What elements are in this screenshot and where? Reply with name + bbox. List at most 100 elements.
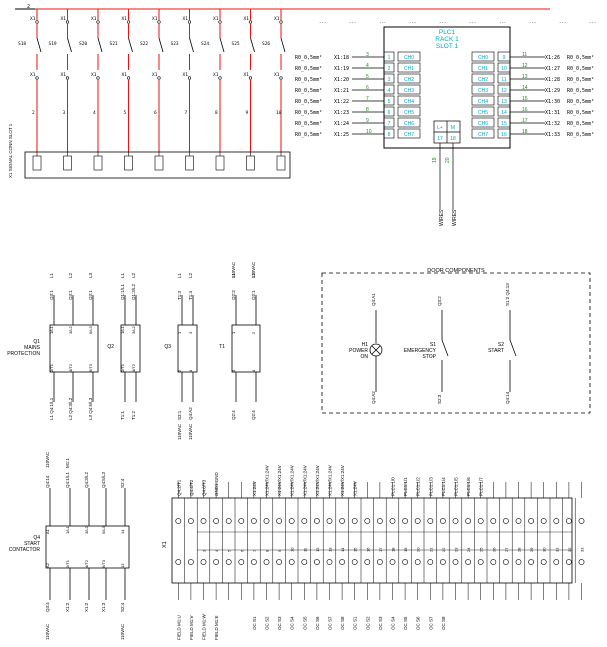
output-wire-number: 11 (522, 52, 527, 58)
device-voltage-label: 110VAC (231, 261, 236, 278)
switch-name: S20 (79, 41, 87, 47)
input-channel: CH2 (404, 77, 414, 83)
strip-24v-label: X1:24V/X1:24V (265, 465, 270, 496)
strip-24v-label: X1:24V/X1:24V (328, 465, 333, 496)
screw-icon (566, 559, 572, 565)
screw-icon (326, 559, 333, 565)
strip-frame (171, 497, 573, 584)
terminal-number: 4 (214, 549, 219, 552)
strip-plc-label: PLC1:1/3 (428, 477, 433, 496)
screw-icon (213, 559, 219, 565)
plc-power-m: M (451, 125, 455, 131)
screw-icon (427, 518, 434, 524)
device-top-label: L1 (120, 272, 125, 278)
input-terminal: X1:19 (334, 66, 349, 72)
screw-icon (389, 518, 396, 524)
q4-pin-top: A1 (45, 528, 50, 534)
device-bottom-ref: L1 Q4:1/L1 (49, 397, 54, 420)
device-top-ref: Q1:3/L2 (131, 283, 136, 300)
door-frame (321, 272, 591, 414)
input-terminal: X1:24 (334, 121, 349, 127)
q4-bottom-ref: X1:3 (101, 602, 106, 612)
output-terminal: X1:30 (545, 99, 560, 105)
device-top-ref: Q3:1 (88, 290, 93, 300)
input-channel: CH6 (404, 121, 414, 127)
screw-icon (313, 559, 320, 565)
output-channel: CH7 (478, 132, 488, 138)
q4-bottom-label: 110VAC (120, 623, 125, 640)
strip-bottom-oc-label: OC S5 (302, 616, 307, 630)
strip-plc-label: PLC1:1/2 (416, 477, 421, 496)
output-terminal: X1:32 (545, 121, 560, 127)
output-channel: CH2 (478, 77, 488, 83)
device-top-label: L2 (188, 272, 193, 278)
terminal-number: 8 (265, 549, 270, 552)
h1-name: H1 (362, 342, 369, 348)
terminal-number: 28 (517, 547, 522, 552)
dash-marks: ------------------------------ (319, 20, 596, 25)
terminal-cell (154, 155, 164, 171)
strip-terminal: 19 (398, 482, 408, 600)
strip-top-label: GND1:GND (214, 471, 219, 496)
door-components: DOOR COMPONENTS H1 POWER ON Q4:A1 Q4:A2 … (321, 268, 591, 414)
device-top-ref: Q3:1 (49, 290, 54, 300)
input-wire-spec: R0_0,5mm² (295, 55, 322, 61)
switch-top-term: X1 (274, 16, 280, 22)
screw-icon (452, 518, 459, 524)
q3-name: Q3 (164, 344, 171, 350)
screw-icon (439, 518, 446, 524)
output-pin: 10 (501, 66, 507, 72)
switch-name: S19 (49, 41, 57, 47)
strip-terminal: 18 (385, 482, 396, 600)
terminal-number: 26 (491, 547, 496, 552)
terminal-number: 7 (252, 549, 257, 552)
strip-bottom-field-label: FIELD M1:E (214, 615, 219, 640)
input-wire-number: 3 (366, 52, 369, 58)
switch-name: S21 (110, 41, 118, 47)
device-top-label: L1 (177, 272, 182, 278)
screw-icon (238, 518, 245, 524)
device-pin-bottom: 4/T2 (131, 363, 136, 372)
screw-icon (288, 518, 295, 524)
strip-terminal: 11 (297, 482, 307, 600)
device-pin-bottom: 4/T2 (68, 363, 73, 372)
switch-wire-number: 2 (32, 110, 35, 116)
terminal-block-label: X1 SIGNAL CONN SLOT 1 (8, 123, 13, 178)
terminal-number: 18 (391, 547, 396, 552)
plc-slot: SLOT 1 (436, 43, 459, 50)
dash-mark: --- (589, 20, 596, 25)
plc-wires-label-2: WIRES (452, 209, 458, 226)
input-pin: 4 (388, 88, 391, 94)
terminal-number: 22 (441, 547, 446, 552)
output-wire-spec: R0_0,5mm² (567, 66, 594, 72)
q4-pin-top: 3/L2 (84, 525, 89, 534)
screw-icon (339, 559, 345, 565)
switch-wire-number: 7 (185, 110, 188, 116)
device-bottom-label: 110VAC (177, 423, 182, 440)
screw-icon (515, 518, 522, 524)
output-pin: 11 (501, 77, 506, 83)
screw-icon (276, 559, 282, 565)
device-pin-top: 1 (177, 331, 182, 334)
switch-top-term: X1 (91, 16, 97, 22)
input-wire-number: 8 (366, 107, 369, 113)
input-wire-number: 6 (366, 85, 369, 91)
screw-icon (250, 518, 257, 524)
terminal-cell (215, 155, 225, 171)
strip-plc-label: PLC1:1/6 (466, 477, 471, 496)
strip-plc-label: PLC1:1/0 (391, 477, 396, 496)
terminal-number: 12 (315, 547, 320, 552)
switch-wire-number: 3 (63, 110, 66, 116)
q1-desc1: MAINS (24, 345, 41, 351)
strip-terminal: 23 (448, 482, 459, 600)
strip-24v-label: X1:24V/X1:24V (277, 465, 282, 496)
switch-wire-number: 5 (124, 110, 127, 116)
